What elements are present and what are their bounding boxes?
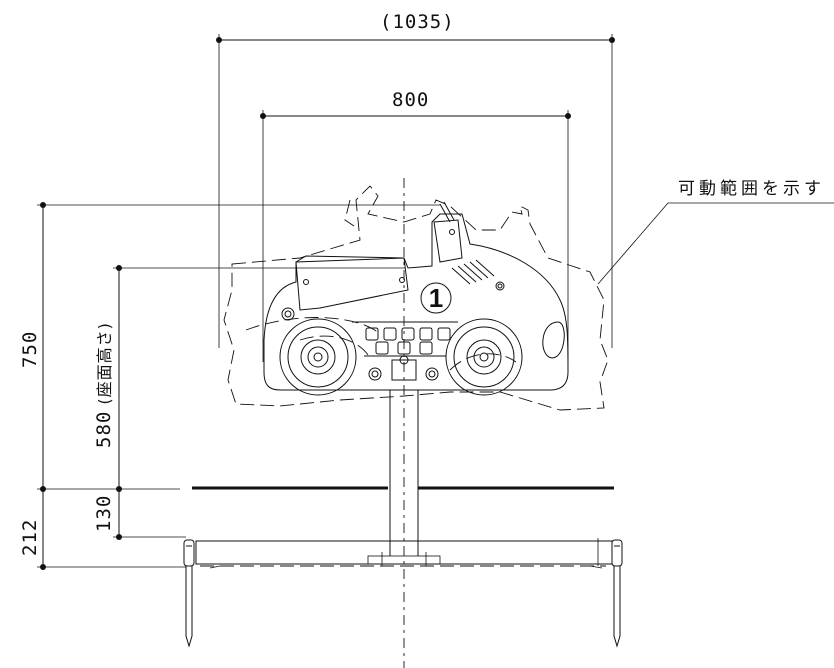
body-width-label: 800 <box>392 89 429 111</box>
support-post <box>389 390 419 556</box>
dashboard-panel <box>352 321 458 381</box>
vent-slots <box>451 259 495 285</box>
ground-to-base-label: 130 <box>93 495 115 532</box>
dimension-overall-width: (1035) <box>216 11 615 348</box>
dimension-total-height: 750 <box>19 202 440 492</box>
number-badge: 1 <box>420 282 452 314</box>
car-number: 1 <box>429 283 443 313</box>
left-wheel <box>279 318 357 396</box>
right-wheel <box>445 318 523 396</box>
left-anchor-stake <box>183 539 195 648</box>
dimension-body-width: 800 <box>260 89 571 362</box>
seat-height-label: 580(座面高さ) <box>93 322 115 448</box>
range-of-motion-annotation: 可動範囲を示す <box>597 179 834 285</box>
overall-width-label: (1035) <box>380 11 455 33</box>
right-anchor-stake <box>611 539 623 648</box>
car-rider: 1 <box>263 201 569 396</box>
base-depth-label: 212 <box>19 519 41 556</box>
total-height-label: 750 <box>19 331 41 368</box>
range-of-motion-label: 可動範囲を示す <box>678 179 825 199</box>
dimension-base-depth: 212 <box>19 489 186 570</box>
dimension-ground-to-base: 130 <box>37 488 186 540</box>
dimension-seat-height: 580(座面高さ) <box>93 265 405 492</box>
